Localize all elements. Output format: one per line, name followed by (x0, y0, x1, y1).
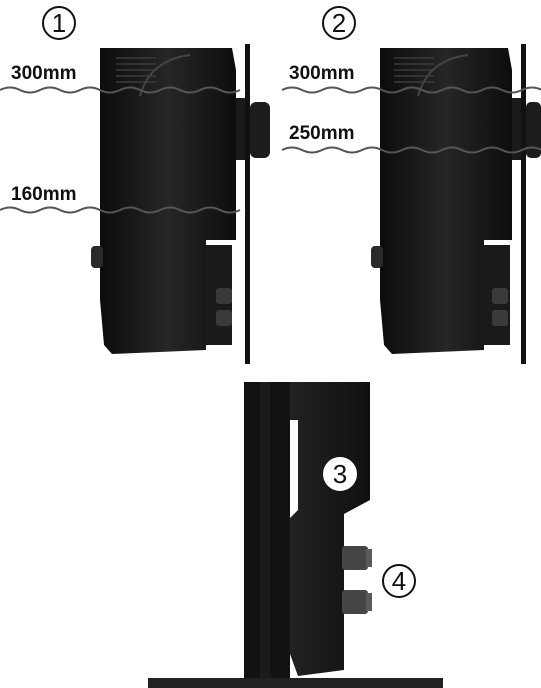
outlet-nozzle-2a (492, 288, 508, 304)
marker-4: 4 (382, 564, 416, 598)
closeup-nozzle-a (342, 546, 368, 570)
suction-mount-2 (512, 98, 521, 160)
base-bar (148, 678, 443, 688)
level-label-250-panel2: 250mm (288, 123, 356, 144)
level-label-300-panel1: 300mm (10, 63, 78, 84)
panel-3-closeup (148, 382, 443, 688)
level-label-300-panel2: 300mm (288, 63, 356, 84)
outlet-nozzle-2b (492, 310, 508, 326)
step-number-1: 1 (42, 6, 76, 40)
water-line-300-2 (281, 86, 541, 94)
step-number-2: 2 (322, 6, 356, 40)
water-line-250-2 (281, 146, 541, 154)
water-line-160-1 (0, 206, 241, 214)
water-line-300-1 (0, 86, 241, 94)
filter-body-2 (380, 48, 512, 354)
filter-closeup-body (244, 382, 370, 676)
level-label-160-panel1: 160mm (10, 184, 78, 205)
suction-mount-1 (236, 98, 245, 160)
side-knob-2 (371, 246, 383, 268)
panel-1 (0, 44, 270, 364)
outlet-nozzle-1a (216, 288, 232, 304)
aquarium-wall-2 (521, 44, 526, 364)
panel-2 (281, 44, 541, 364)
side-knob-1 (91, 246, 103, 268)
aquarium-wall-1 (245, 44, 250, 364)
marker-3: 3 (323, 457, 357, 491)
outlet-nozzle-1b (216, 310, 232, 326)
filter-body-1 (100, 48, 236, 354)
closeup-nozzle-b (342, 590, 368, 614)
